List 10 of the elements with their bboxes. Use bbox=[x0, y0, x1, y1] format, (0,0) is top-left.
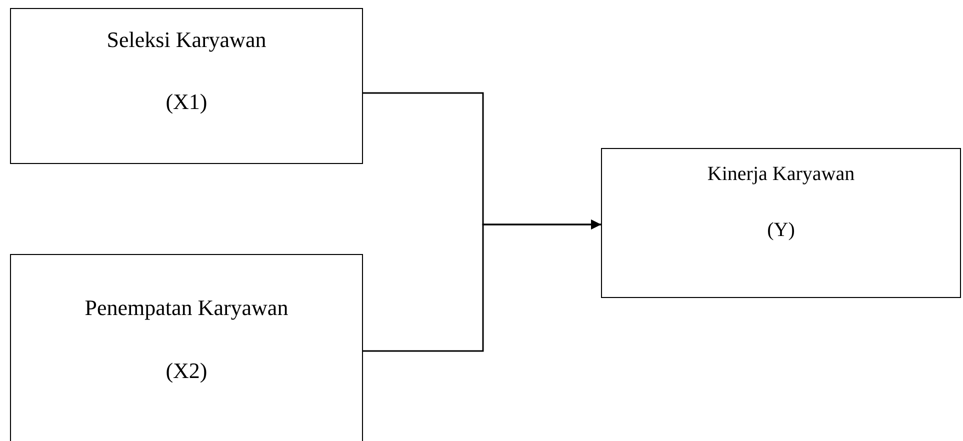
variable-symbol: (Y) bbox=[766, 219, 796, 242]
variable-box bbox=[601, 148, 961, 298]
variable-name: Seleksi Karyawan bbox=[106, 27, 268, 53]
variable-name: Penempatan Karyawan bbox=[84, 295, 290, 321]
variable-box bbox=[10, 8, 363, 164]
arrow bbox=[363, 220, 601, 352]
variable-name: Kinerja Karyawan bbox=[706, 163, 856, 186]
variable-symbol: (X2) bbox=[164, 358, 208, 384]
variable-box bbox=[10, 254, 363, 441]
variable-symbol: (X1) bbox=[164, 89, 208, 115]
